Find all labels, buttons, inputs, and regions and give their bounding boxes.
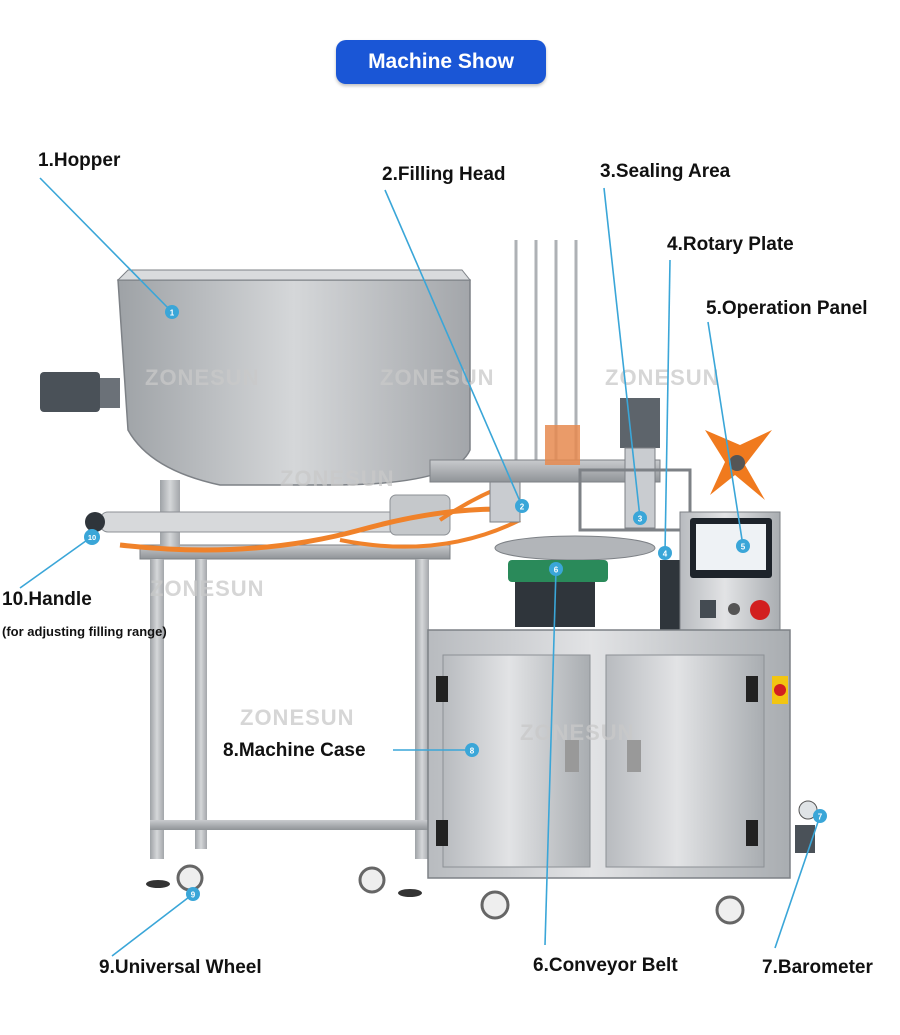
operation-panel-shape [679,511,781,633]
svg-text:1: 1 [170,309,175,318]
label-conveyor-belt: 6.Conveyor Belt [533,955,678,976]
motor-shape [40,372,120,412]
marker-4: 4 [658,546,672,560]
label-hopper: 1.Hopper [38,150,121,171]
marker-9: 9 [186,887,200,901]
marker-8: 8 [465,743,479,757]
svg-text:3: 3 [638,515,643,524]
marker-1: 1 [165,305,179,319]
barometer-shape [795,800,818,853]
svg-text:9: 9 [191,891,196,900]
marker-6: 6 [549,562,563,576]
label-filling-head: 2.Filling Head [382,164,506,185]
watermark: ZONESUN [240,705,355,730]
wheels-shape [85,512,745,925]
machine-case-shape [427,629,791,879]
label-machine-case: 8.Machine Case [223,740,366,761]
label-handle: 10.Handle [2,589,92,610]
watermark: ZONESUN [605,365,720,390]
callout-lines [19,177,821,957]
filling-cylinder-shape [99,468,561,553]
svg-text:6: 6 [554,566,559,575]
page-title: Machine Show [336,40,546,84]
label-operation-panel: 5.Operation Panel [706,298,868,319]
label-rotary-plate: 4.Rotary Plate [667,234,794,255]
svg-text:2: 2 [520,503,525,512]
svg-text:4: 4 [663,550,668,559]
svg-text:7: 7 [818,813,823,822]
knob-shape [705,430,772,500]
watermark: ZONESUN [280,466,395,491]
label-handle-note: (for adjusting filling range) [2,624,167,639]
svg-text:5: 5 [741,543,746,552]
marker-5: 5 [736,539,750,553]
svg-text:10: 10 [88,533,96,542]
watermark: ZONESUN [150,576,265,601]
rotary-plate-shape [494,535,656,561]
marker-2: 2 [515,499,529,513]
watermark: ZONESUN [145,365,260,390]
marker-7: 7 [813,809,827,823]
label-universal-wheel: 9.Universal Wheel [99,957,262,978]
watermark: ZONESUN [380,365,495,390]
marker-10: 10 [84,529,100,545]
marker-3: 3 [633,511,647,525]
label-sealing-area: 3.Sealing Area [600,161,731,182]
sealing-area-shape [545,398,692,532]
frame-shape [139,480,451,859]
label-barometer: 7.Barometer [762,957,873,978]
watermark: ZONESUN [520,720,635,745]
svg-text:8: 8 [470,747,475,756]
conveyor-shape [508,560,680,630]
